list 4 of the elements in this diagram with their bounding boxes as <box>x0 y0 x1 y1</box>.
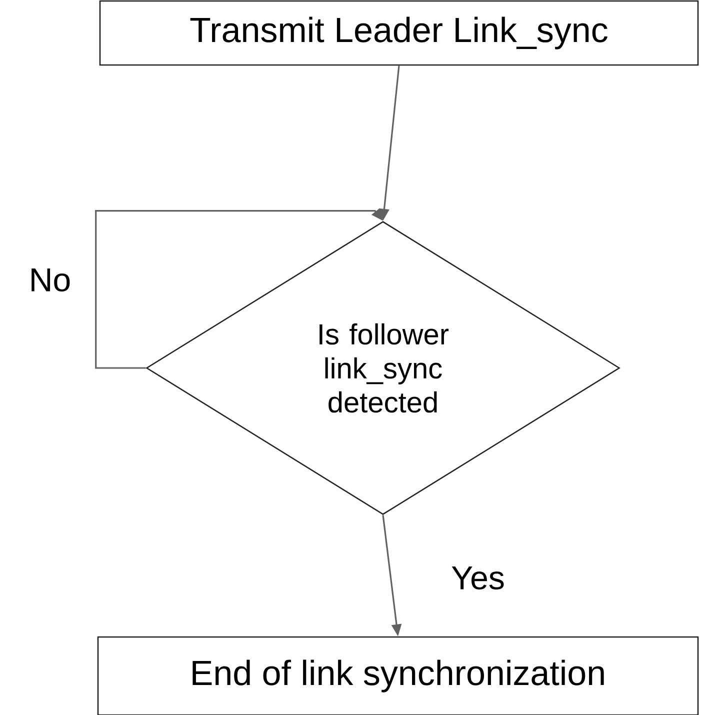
edge-label: Yes <box>449 564 507 592</box>
edge-label: No <box>26 266 74 294</box>
process-box: End of link synchronization <box>97 636 699 715</box>
process-box: Transmit Leader Link_sync <box>99 0 699 66</box>
